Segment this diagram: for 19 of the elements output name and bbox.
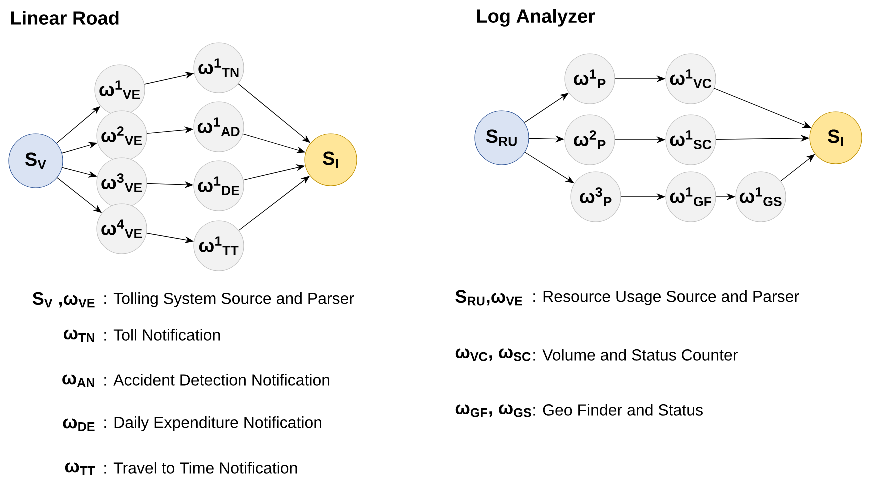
legend-description: : Resource Usage Source and Parser xyxy=(534,290,800,306)
legend-symbol: ω$_{VC}$, ω$_{SC}$ xyxy=(456,348,531,362)
arrow xyxy=(524,93,569,124)
legend-description: : Daily Expenditure Notification xyxy=(104,416,322,432)
legend-description: : Travel to Time Notification xyxy=(104,462,298,474)
legend-symbol: ω$_{GF}$, ω$_{GS}$ xyxy=(456,404,532,418)
legend-description: : Volume and Status Counter xyxy=(534,349,738,361)
legend-description: : Tolling System Source and Parser xyxy=(104,292,354,308)
legend-description: : Toll Notification xyxy=(104,329,220,341)
legend-symbol: ω$_{TT}$ xyxy=(65,462,96,476)
legend-symbol: ω$_{TN}$ xyxy=(64,330,94,342)
legend-symbol: ω$_{AN}$ xyxy=(62,374,94,388)
legend-description: : Accident Detection Notification xyxy=(104,374,330,386)
section-title: Log Analyzer xyxy=(477,9,596,27)
legend-symbol: S$_{RU}$,ω$_{VE}$ xyxy=(456,290,522,306)
legend-symbol: ω$_{DE}$ xyxy=(63,418,95,432)
legend-symbol: S$_{V}$ ,ω$_{VE}$ xyxy=(32,292,95,308)
section-title: Linear Road xyxy=(11,11,119,25)
legend-description: : Geo Finder and Status xyxy=(534,404,703,416)
